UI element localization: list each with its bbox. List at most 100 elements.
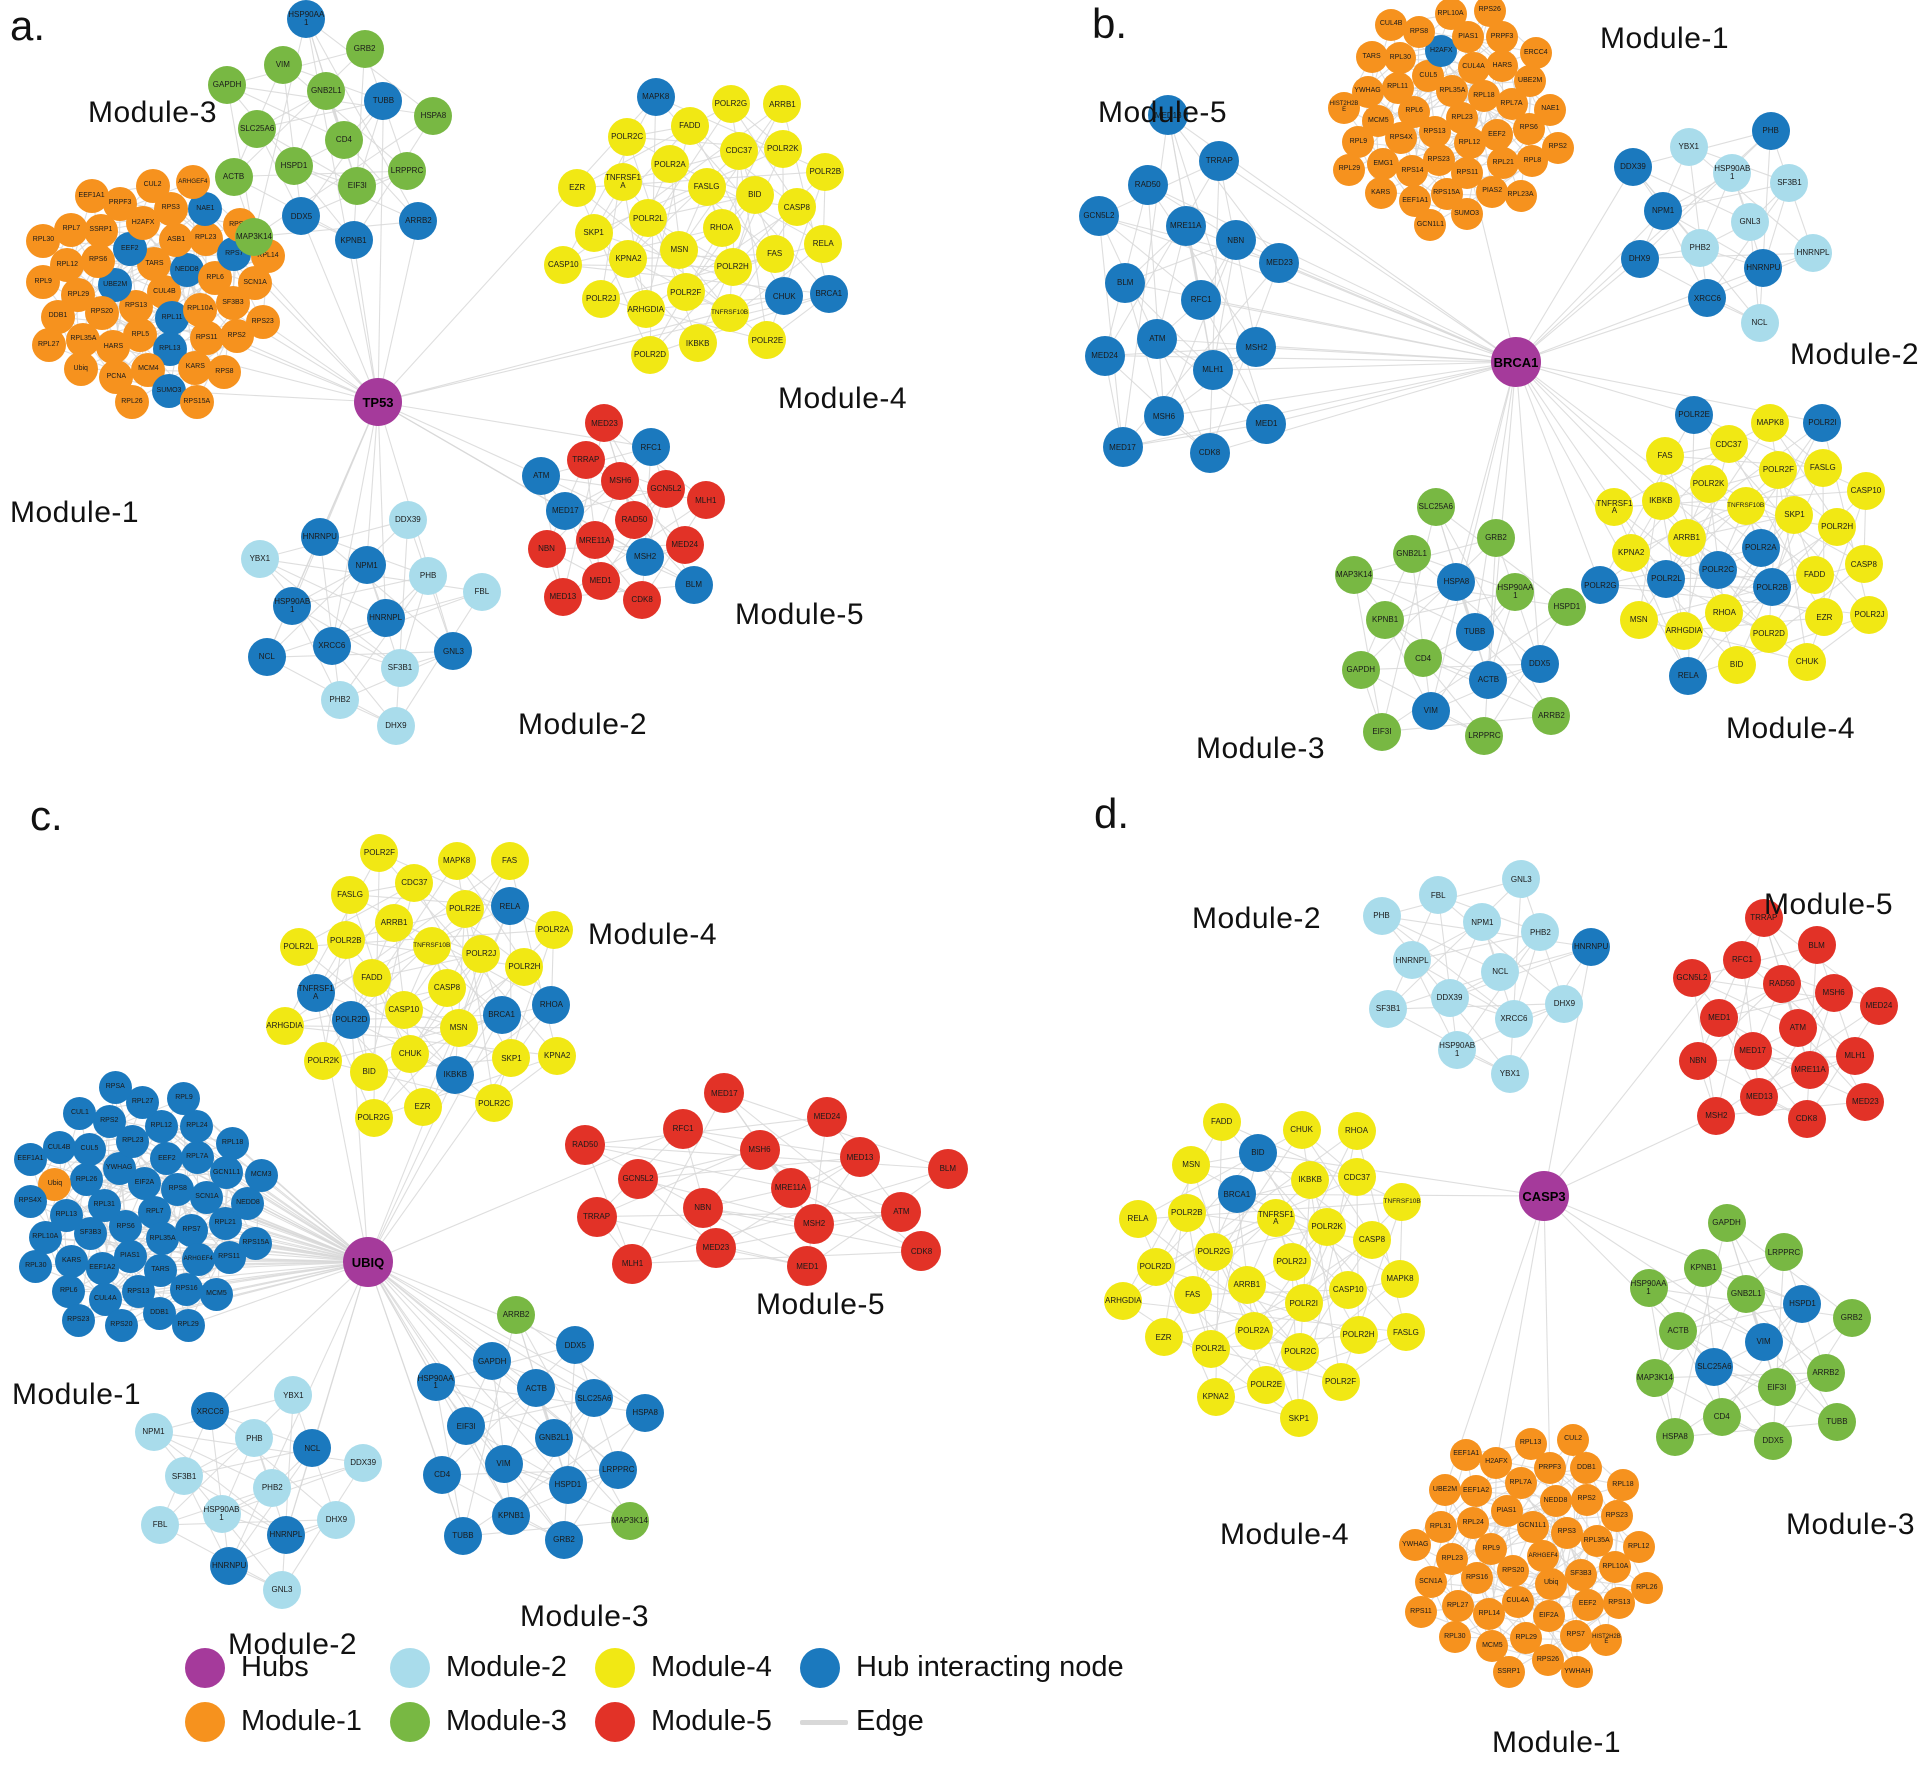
network-node: DDX5 [1520,645,1559,684]
network-node: MCM5 [199,1277,233,1311]
network-node: RPS3 [1550,1516,1583,1549]
network-node: BID [1238,1134,1277,1173]
network-node: FAS [1173,1275,1212,1314]
network-node: RPL30 [1438,1621,1471,1654]
network-node: SF3B1 [1770,163,1809,202]
network-node: MCM3 [244,1158,278,1192]
network-node: NEDD8 [1539,1485,1572,1518]
network-node: CASP8 [1352,1221,1391,1260]
network-node: IKBKB [1641,481,1680,520]
network-node: CDK8 [901,1231,942,1272]
legend-swatch-hub-interacting-node [800,1648,840,1688]
network-node: PIAS1 [1490,1494,1523,1527]
network-node: XRCC6 [1494,999,1533,1038]
network-node: ARRB2 [497,1295,536,1334]
network-node: ATM [1137,319,1178,360]
network-node: FAS [490,842,529,881]
network-node: RPL30 [26,223,61,258]
hub-node-tp53: TP53 [354,378,402,426]
network-node: MSH2 [794,1204,835,1244]
network-node: NPM1 [347,546,386,585]
network-node: RPS20 [104,1308,138,1342]
network-node: BRCA1 [1217,1175,1256,1214]
network-node: POLR2H [1818,508,1857,547]
network-node: HIST2H2BE [1328,92,1361,125]
module-label: Module-1 [1492,1726,1622,1759]
network-node: HSP90AA1 [1629,1268,1668,1307]
network-node: MED17 [1733,1032,1772,1071]
network-node: EEF1A1 [1399,184,1432,217]
network-node: RPS26 [1531,1644,1564,1677]
network-node: MED24 [806,1096,847,1137]
network-node: NCL [1740,303,1779,342]
network-node: POLR2E [1675,395,1714,434]
network-node: SF3B1 [1369,990,1408,1029]
network-node: RPL31 [1424,1511,1457,1544]
network-node: FASLG [687,167,726,206]
network-node: RPS8 [207,354,242,389]
network-node: GRB2 [1476,519,1515,558]
network-node: MED24 [1084,335,1125,376]
network-node: RPS26 [1473,0,1506,27]
hub-node-ubiq: UBIQ [343,1237,393,1287]
network-node: RPL29 [1333,153,1366,186]
network-node: MED17 [704,1073,745,1114]
network-node: RPL11 [1381,71,1414,104]
network-node: MAP3K14 [1635,1358,1674,1397]
network-node: ASB1 [159,223,194,258]
network-node: MED1 [581,561,620,600]
network-node: GRB2 [1832,1298,1871,1337]
network-node: CDC37 [1337,1158,1376,1197]
network-node: RPL6 [52,1274,86,1308]
network-node: POLR2G [1194,1232,1233,1271]
network-node: TRRAP [1744,899,1783,938]
network-node: ATM [1778,1009,1817,1047]
network-node: MSH6 [739,1129,780,1170]
network-node: RPS13 [1603,1586,1636,1619]
network-node: RHOA [1337,1111,1376,1150]
network-node: VIM [1744,1323,1783,1361]
network-node: POLR2I [1284,1284,1323,1323]
module-label: Module-5 [756,1288,886,1321]
network-node: POLR2J [582,279,621,318]
network-node: RPS8 [161,1172,195,1206]
network-node: FBL [462,572,501,611]
network-node: GCN5L2 [1078,196,1119,237]
network-node: CUL1 [63,1096,97,1130]
network-node: XRCC6 [191,1392,230,1431]
network-node: RPS11 [1404,1595,1437,1628]
network-node: BLM [1105,262,1146,303]
network-node: MAPK8 [1380,1260,1419,1299]
network-node: EEF1A1 [13,1142,47,1176]
network-node: RPL7A [1504,1467,1537,1500]
network-node: HNRNPU [210,1546,249,1585]
network-node: CHUK [1788,642,1827,681]
network-node: EIF3I [1757,1368,1796,1407]
network-node: EEF2 [1571,1588,1604,1621]
network-node: HSPA8 [1437,562,1476,601]
network-node: POLR2E [445,890,484,929]
network-node: MED13 [543,578,582,617]
network-node: PHB2 [253,1469,292,1507]
network-node: FBL [141,1506,180,1545]
network-node: H2AFX [1480,1446,1513,1479]
network-node: POLR2C [608,118,647,157]
network-node: HSPD1 [1547,587,1586,626]
network-node: POLR2I [1803,403,1842,442]
module-label: Module-5 [1764,888,1894,921]
network-node: EEF2 [1480,119,1513,152]
network-node: RPL27 [31,328,66,363]
network-node: RPL18 [216,1126,250,1160]
network-node: POLR2E [1247,1365,1286,1404]
network-node: MRE11A [1791,1050,1830,1089]
network-node: RPL10A [1434,0,1467,31]
network-node: TNFRSF10B [412,926,451,965]
network-node: GNB2L1 [1727,1274,1766,1313]
network-node: HSP90AB1 [1438,1030,1477,1069]
network-node: NBN [1215,220,1256,261]
network-node: GNB2L1 [307,72,346,111]
network-node: BID [735,176,774,215]
network-node: KPNA2 [538,1036,577,1075]
network-node: RPL21 [1487,146,1520,179]
network-node: SF3B3 [1564,1558,1597,1591]
